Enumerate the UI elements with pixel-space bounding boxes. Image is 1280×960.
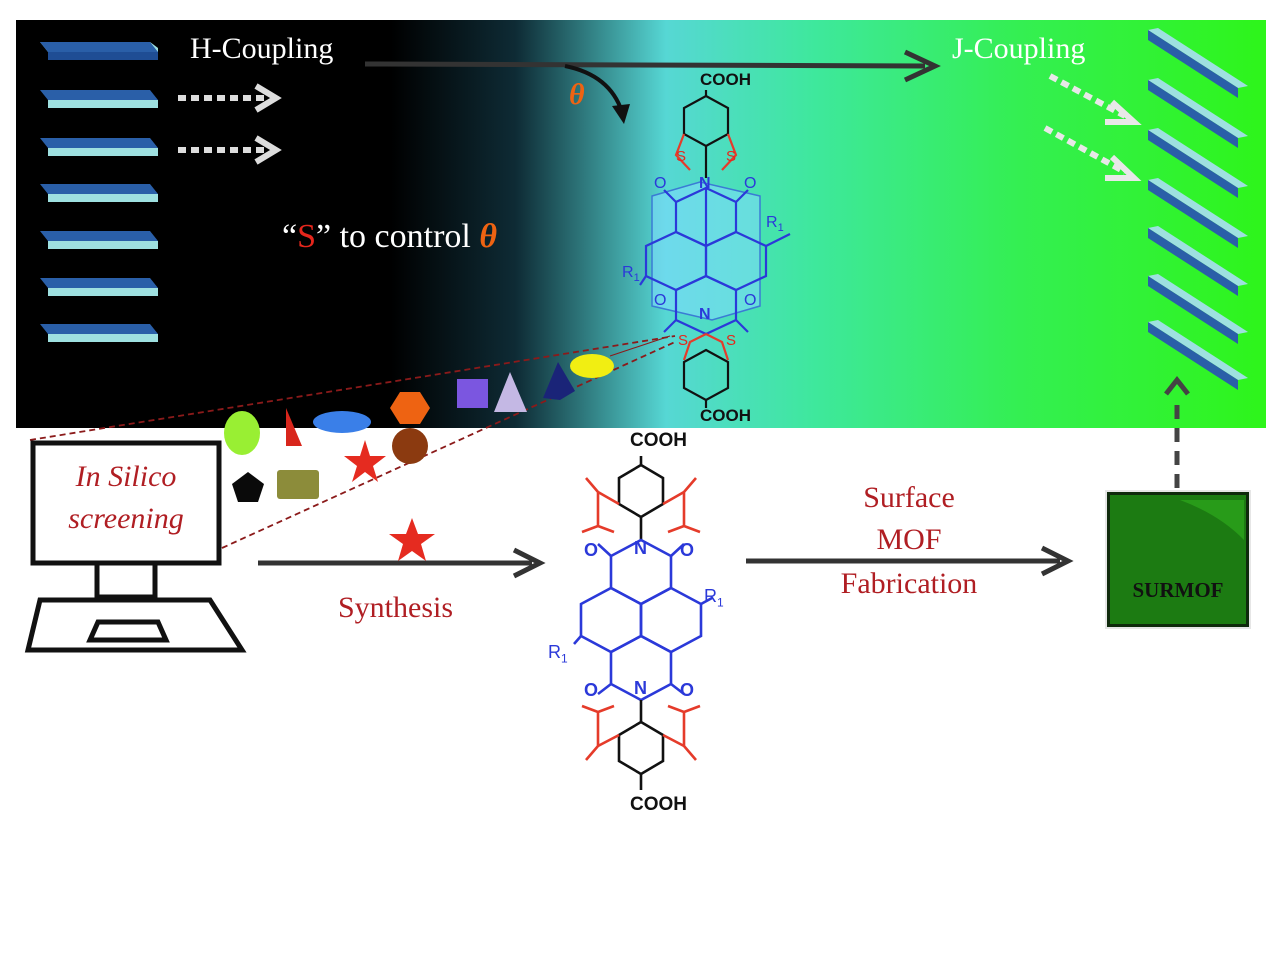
r-sub: 1 (633, 272, 640, 285)
cone-icon (494, 372, 527, 412)
j-dotted-arrows (1043, 73, 1142, 181)
control-theta: θ (479, 218, 498, 255)
h-slab-2 (40, 90, 158, 108)
r-text: R (704, 586, 717, 606)
theta-label: θ (569, 78, 585, 111)
top-molecule (609, 90, 791, 408)
bottom-o-1: O (584, 540, 599, 560)
top-o-3: O (654, 292, 667, 309)
top-cooh-bottom: COOH (700, 406, 751, 425)
bottom-o-4: O (680, 680, 695, 700)
surmof-label: SURMOF (1132, 578, 1224, 602)
screening-label: screening (68, 502, 184, 535)
bottom-o-3: O (584, 680, 599, 700)
r-sub: 1 (717, 595, 724, 610)
bottom-n-2: N (634, 678, 647, 698)
r-sub: 1 (777, 222, 784, 235)
r-text: R (548, 642, 561, 662)
top-o-2: O (744, 175, 757, 192)
fabrication-line-3: Fabrication (840, 567, 978, 600)
in-silico-label: In Silico (75, 460, 177, 493)
rectangle-icon (277, 470, 319, 499)
s-letter: S (297, 218, 317, 255)
computer (24, 440, 247, 653)
bottom-cooh-bottom: COOH (630, 794, 687, 815)
hexagon-icon (390, 392, 430, 424)
top-s-1: S (676, 148, 687, 165)
h-dotted-arrows (178, 83, 282, 165)
bottom-molecule (573, 456, 713, 790)
r-text: R (766, 214, 778, 231)
h-stack (40, 42, 158, 342)
control-theta-label: “S” to control θ (282, 218, 497, 256)
j-slab-4 (1148, 178, 1248, 248)
screening-shapes (224, 354, 614, 502)
star-icon (389, 518, 435, 561)
bottom-cooh-top: COOH (630, 430, 687, 451)
top-r1-right: R1 (766, 214, 784, 234)
j-slab-3 (1148, 128, 1248, 198)
circle-icon (224, 411, 260, 455)
bottom-r1-left: R1 (548, 642, 568, 666)
h-slab-5 (40, 231, 158, 249)
j-slab-2 (1148, 78, 1248, 148)
j-coupling-label: J-Coupling (952, 32, 1086, 65)
top-o-4: O (744, 292, 757, 309)
fabrication-line-2: MOF (876, 523, 942, 556)
j-slab-5 (1148, 226, 1248, 296)
h-slab-1 (40, 42, 158, 60)
h-slab-4 (40, 184, 158, 202)
control-text: ” to control (316, 218, 480, 255)
bottom-r1-right: R1 (704, 586, 724, 610)
h-slab-3 (40, 138, 158, 156)
j-slab-7 (1148, 320, 1248, 390)
triangle-icon (286, 408, 302, 446)
surmof-up-arrow (1164, 375, 1190, 488)
circle-brown-icon (392, 428, 428, 464)
h-coupling-label: H-Coupling (190, 32, 334, 65)
theta-arrow (564, 64, 630, 124)
top-cooh-top: COOH (700, 70, 751, 89)
r-sub: 1 (561, 651, 568, 666)
top-o-1: O (654, 175, 667, 192)
r-text: R (622, 264, 634, 281)
j-stack (1148, 28, 1248, 390)
synthesis-label: Synthesis (338, 591, 454, 624)
top-arrow (364, 49, 941, 83)
open-quote: “ (282, 218, 298, 255)
j-slab-6 (1148, 274, 1248, 344)
top-n-2: N (699, 306, 711, 323)
ellipse-icon (313, 411, 371, 433)
top-n-1: N (699, 175, 711, 192)
bottom-o-2: O (680, 540, 695, 560)
synthesis-arrow (258, 518, 546, 579)
bottom-n-1: N (634, 538, 647, 558)
star-icon (344, 440, 386, 482)
kite-icon (543, 362, 575, 400)
surmof-film (1105, 490, 1251, 629)
top-s-3: S (678, 332, 689, 349)
h-slab-7 (40, 324, 158, 342)
yellow-ellipse-icon (570, 354, 614, 378)
h-slab-6 (40, 278, 158, 296)
banner-background (16, 20, 1266, 428)
top-s-4: S (726, 332, 737, 349)
j-slab-1 (1148, 28, 1248, 98)
top-s-2: S (726, 148, 737, 165)
fabrication-line-1: Surface (863, 481, 955, 514)
square-icon (457, 379, 488, 408)
top-r1-left: R1 (622, 264, 640, 284)
pentagon-icon (232, 472, 264, 502)
fabrication-arrow (746, 545, 1074, 577)
